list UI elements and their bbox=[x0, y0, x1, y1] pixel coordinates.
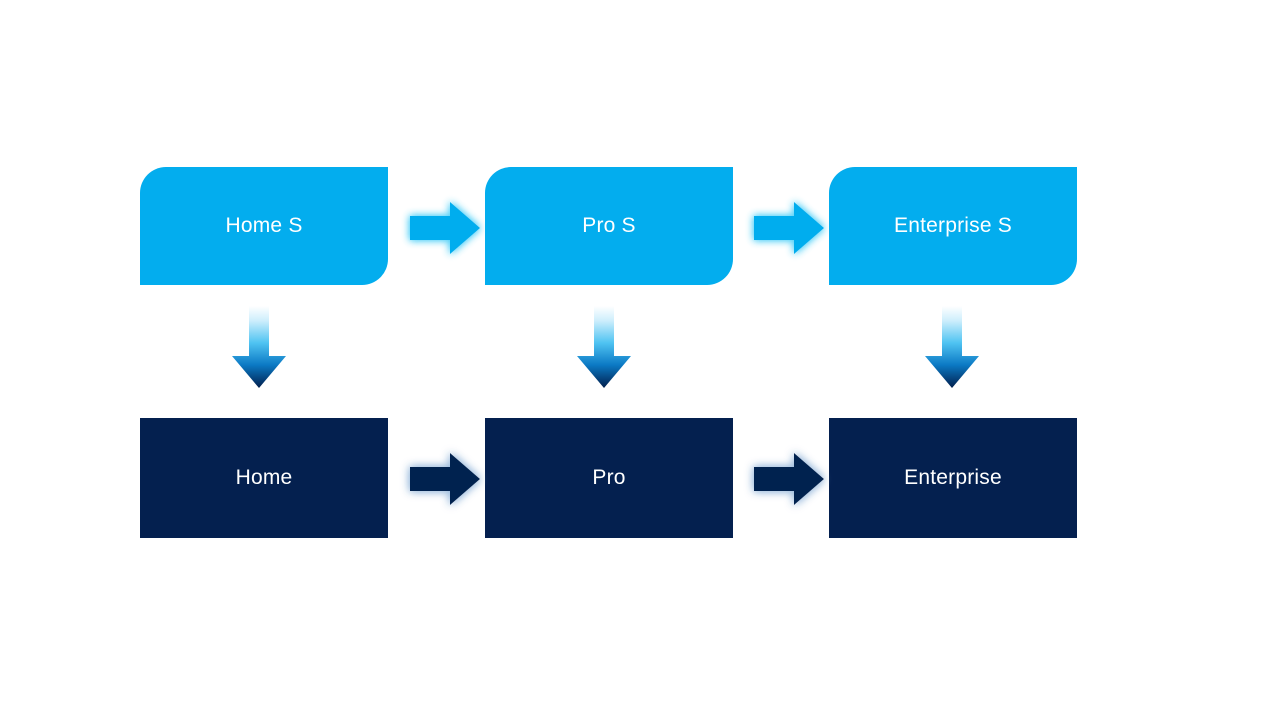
connector-home-to-pro bbox=[398, 441, 496, 517]
node-pro[interactable]: Pro bbox=[485, 418, 733, 538]
node-enterprise-s[interactable]: Enterprise S bbox=[829, 167, 1077, 285]
connector-home-s-to-home bbox=[226, 304, 292, 392]
node-pro-s-label: Pro S bbox=[582, 214, 636, 237]
arrow-down-icon bbox=[925, 306, 979, 388]
arrow-down-icon bbox=[577, 306, 631, 388]
node-enterprise-s-label: Enterprise S bbox=[894, 214, 1012, 237]
connector-home-s-to-pro-s bbox=[398, 190, 496, 266]
connector-enterprise-s-to-enterprise bbox=[919, 304, 985, 392]
node-pro-s[interactable]: Pro S bbox=[485, 167, 733, 285]
node-home[interactable]: Home bbox=[140, 418, 388, 538]
arrow-right-icon bbox=[410, 453, 480, 505]
arrow-right-icon bbox=[754, 453, 824, 505]
node-home-s[interactable]: Home S bbox=[140, 167, 388, 285]
connector-pro-s-to-enterprise-s bbox=[742, 190, 840, 266]
node-enterprise[interactable]: Enterprise bbox=[829, 418, 1077, 538]
connector-pro-s-to-pro bbox=[571, 304, 637, 392]
arrow-down-icon bbox=[232, 306, 286, 388]
node-home-label: Home bbox=[235, 466, 293, 489]
node-enterprise-label: Enterprise bbox=[904, 466, 1002, 489]
arrow-right-icon bbox=[754, 202, 824, 254]
connector-pro-to-enterprise bbox=[742, 441, 840, 517]
arrow-right-icon bbox=[410, 202, 480, 254]
node-pro-label: Pro bbox=[592, 466, 626, 489]
node-home-s-label: Home S bbox=[225, 214, 303, 237]
